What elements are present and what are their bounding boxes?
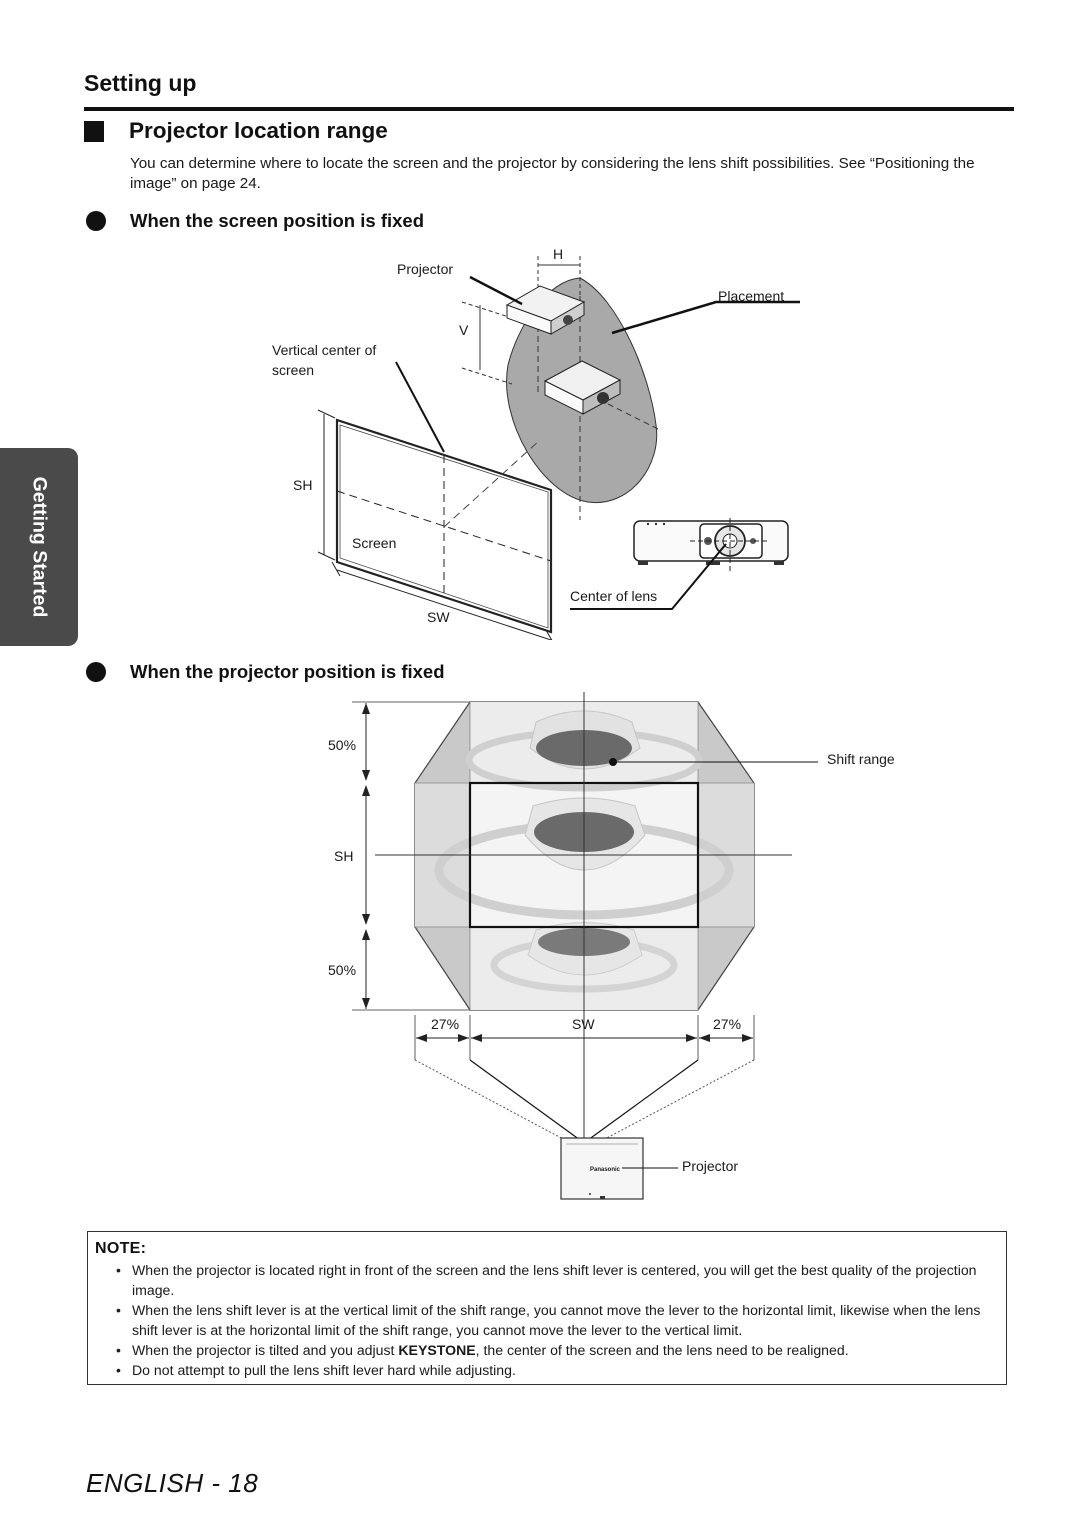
label-sh-2: SH bbox=[334, 848, 353, 864]
subheading-projector-fixed: When the projector position is fixed bbox=[130, 661, 445, 682]
page-heading: Projector location range bbox=[129, 118, 388, 143]
note-list: When the projector is located right in f… bbox=[116, 1260, 1006, 1380]
label-top-percent: 50% bbox=[328, 737, 356, 753]
note-item-text: , the center of the screen and the lens … bbox=[475, 1342, 849, 1358]
label-placement: Placement bbox=[718, 288, 784, 304]
subheading-projector-fixed-row: When the projector position is fixed bbox=[86, 661, 445, 683]
label-shift-range: Shift range bbox=[827, 751, 895, 767]
note-item: When the projector is tilted and you adj… bbox=[116, 1340, 1006, 1360]
label-projector-top: Projector bbox=[397, 261, 453, 277]
page-number: ENGLISH - 18 bbox=[86, 1468, 259, 1498]
projector-brand-label: Panasonic bbox=[590, 1167, 621, 1173]
note-title: NOTE: bbox=[95, 1240, 147, 1257]
label-bottom-percent: 50% bbox=[328, 962, 356, 978]
header-rule bbox=[84, 107, 1014, 111]
label-left-percent: 27% bbox=[431, 1016, 459, 1032]
intro-paragraph: You can determine where to locate the sc… bbox=[130, 155, 975, 192]
heading-row: Projector location range bbox=[84, 118, 388, 144]
label-screen: Screen bbox=[352, 535, 396, 551]
label-sw-2: SW bbox=[572, 1016, 595, 1032]
note-box: NOTE: When the projector is located righ… bbox=[87, 1231, 1007, 1385]
projector-fixed-diagram: Shift range 50% SH 50% 27% SW 27% Panaso… bbox=[328, 692, 895, 1200]
label-vertical-center-1: Vertical center of bbox=[272, 342, 376, 358]
screen-fixed-diagram: H V Projector Placement Vertical center … bbox=[272, 246, 800, 640]
black-square-icon bbox=[84, 120, 104, 142]
label-vertical-center-2: screen bbox=[272, 362, 314, 378]
label-center-of-lens: Center of lens bbox=[570, 588, 657, 604]
projector-lower-icon bbox=[543, 360, 622, 415]
note-item: Do not attempt to pull the lens shift le… bbox=[116, 1360, 1006, 1380]
subheading-screen-fixed: When the screen position is fixed bbox=[130, 210, 424, 231]
label-projector-bottom: Projector bbox=[682, 1158, 738, 1174]
cup-illustration bbox=[434, 710, 734, 993]
section-title: Setting up bbox=[84, 70, 197, 96]
note-item: When the lens shift lever is at the vert… bbox=[116, 1300, 1006, 1340]
bullet-dot-icon bbox=[86, 211, 106, 231]
bullet-dot-icon bbox=[86, 662, 106, 682]
label-v: V bbox=[459, 322, 469, 338]
label-h: H bbox=[553, 246, 563, 262]
side-tab: Getting Started bbox=[0, 448, 78, 646]
label-sw: SW bbox=[427, 609, 450, 625]
note-item-text: When the projector is tilted and you adj… bbox=[132, 1342, 399, 1358]
subheading-screen-fixed-row: When the screen position is fixed bbox=[86, 210, 424, 232]
label-right-percent: 27% bbox=[713, 1016, 741, 1032]
keystone-keyword: KEYSTONE bbox=[398, 1342, 476, 1358]
label-sh: SH bbox=[293, 477, 312, 493]
note-item: When the projector is located right in f… bbox=[116, 1260, 1006, 1300]
projector-front-icon bbox=[633, 518, 789, 574]
projector-upper-icon bbox=[505, 285, 586, 335]
